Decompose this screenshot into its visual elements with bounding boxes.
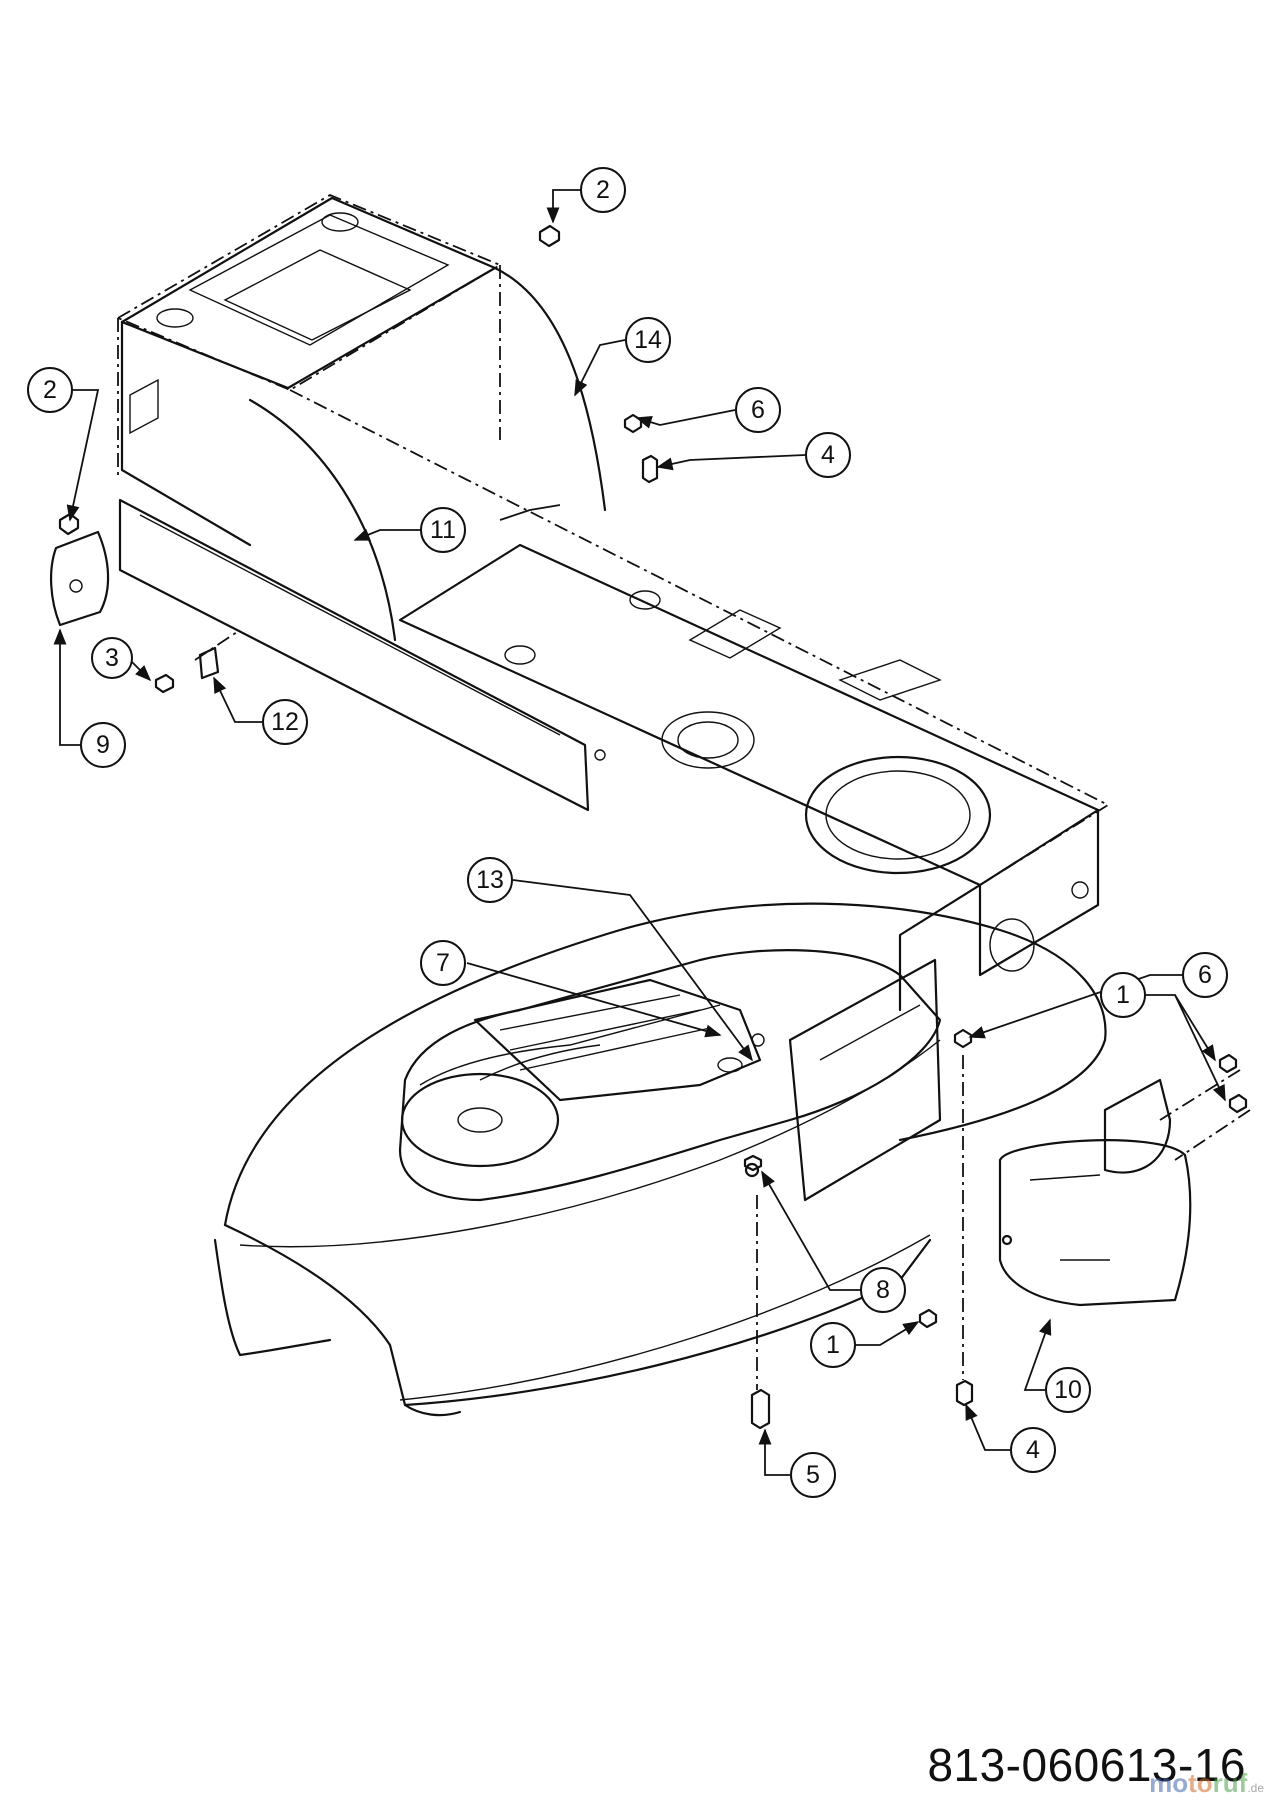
callout-label: 1: [826, 1331, 840, 1359]
callout-label: 8: [876, 1276, 890, 1304]
callout-label: 1: [1116, 981, 1130, 1009]
part-9-plate: [49, 530, 110, 627]
mower-deck: [213, 902, 1107, 1417]
part-1-bolts: [918, 1053, 1248, 1329]
callout-label: 14: [634, 326, 662, 354]
tractor-frame: [115, 193, 1110, 1012]
callout-label: 6: [1198, 961, 1212, 989]
callout-10: 10: [1045, 1367, 1091, 1413]
callout-6-bottom: 6: [1182, 952, 1228, 998]
part-6-nut-bottom: [953, 1028, 973, 1049]
part-2-bolt-left: [58, 512, 80, 536]
callout-label: 7: [436, 949, 450, 977]
callout-4-bottom: 4: [1010, 1427, 1056, 1473]
callout-label: 6: [751, 396, 765, 424]
callout-label: 2: [596, 176, 610, 204]
callout-5: 5: [790, 1452, 836, 1498]
callout-6-top: 6: [735, 387, 781, 433]
callout-9: 9: [80, 722, 126, 768]
callout-label: 3: [105, 644, 119, 672]
watermark-part: ruf: [1212, 1768, 1248, 1798]
callout-11: 11: [420, 507, 466, 553]
callout-label: 13: [476, 866, 504, 894]
watermark-part: to: [1188, 1768, 1213, 1798]
part-10-chute-cover: [998, 1078, 1192, 1307]
watermark-part: mo: [1149, 1768, 1189, 1798]
leader-lines: [53, 189, 1226, 1476]
callout-4-top: 4: [805, 432, 851, 478]
part-12-clip: [198, 646, 220, 680]
callout-label: 4: [1026, 1436, 1040, 1464]
watermark-logo: motoruf.de: [1149, 1768, 1264, 1799]
part-2-bolt-top: [538, 224, 561, 248]
drawing-number: 813-060613-16: [927, 1739, 1246, 1791]
callout-3: 3: [91, 637, 133, 679]
part-3-bolt: [154, 673, 175, 694]
callout-7: 7: [420, 940, 466, 986]
callout-1-right: 1: [1100, 972, 1146, 1018]
callout-label: 9: [96, 731, 110, 759]
callout-1-bottom: 1: [810, 1322, 856, 1368]
watermark-tld: .de: [1247, 1781, 1264, 1795]
callout-2-left: 2: [27, 367, 73, 413]
assembly-lines: [194, 629, 1251, 1390]
callout-14: 14: [625, 317, 671, 363]
part-5-bolt: [750, 1388, 771, 1430]
callout-2-top: 2: [580, 167, 626, 213]
callout-label: 5: [806, 1461, 820, 1489]
part-4-bolt-bottom: [955, 1379, 974, 1407]
callout-13: 13: [467, 857, 513, 903]
part-8-nut: [743, 1154, 763, 1172]
callout-label: 10: [1054, 1376, 1082, 1404]
callout-12: 12: [262, 699, 308, 745]
callout-8: 8: [860, 1267, 906, 1313]
callout-label: 4: [821, 441, 835, 469]
callout-label: 11: [430, 516, 456, 544]
callout-label: 2: [43, 376, 57, 404]
part-4-bolt-top: [641, 454, 659, 484]
callout-label: 12: [271, 708, 299, 736]
